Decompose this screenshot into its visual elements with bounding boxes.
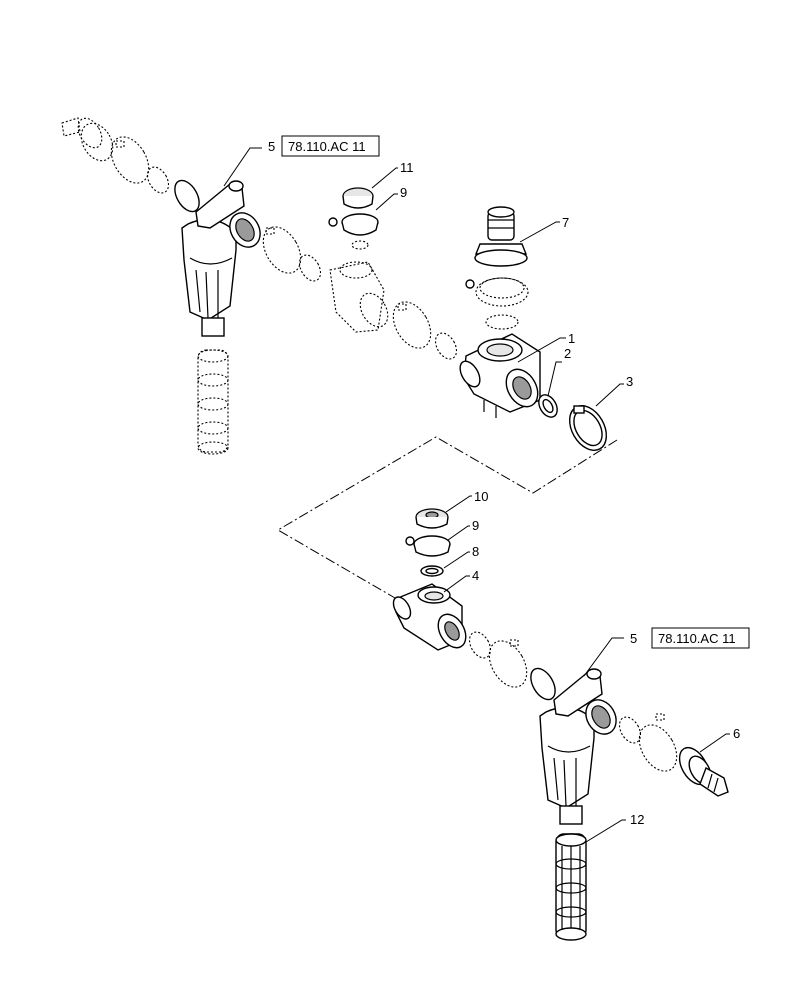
callout-label: 6	[733, 726, 740, 741]
upper-small-tee	[328, 187, 389, 333]
callout-label: 7	[562, 215, 569, 230]
callout-1: 1	[517, 331, 575, 363]
upper-mid-clamp	[262, 226, 322, 282]
callout-label: 8	[472, 544, 479, 559]
reference-label: 78.110.AC 11	[658, 631, 736, 646]
lower-strainer-screen	[555, 833, 587, 941]
callout-label: 5	[268, 139, 275, 154]
callout-label: 9	[472, 518, 479, 533]
lower-filter-housing	[530, 667, 617, 825]
callout-11: 11	[371, 160, 414, 189]
callout-12: 12	[585, 812, 644, 843]
linkage-chain-line	[277, 436, 618, 599]
callout-label: 5	[630, 631, 637, 646]
callout-10: 10	[445, 489, 488, 513]
callout-5-bottom: 5 78.110.AC 11	[583, 627, 750, 677]
callout-9-top: 9	[375, 185, 407, 211]
callout-4: 4	[443, 568, 479, 593]
lower-assembly	[392, 508, 729, 941]
upper-strainer-screen	[197, 349, 229, 455]
callout-label: 1	[568, 331, 575, 346]
lower-mid-clamp	[468, 631, 528, 688]
callout-label: 2	[564, 346, 571, 361]
reference-box	[281, 135, 380, 157]
upper-assembly	[61, 117, 608, 455]
callout-label: 4	[472, 568, 479, 583]
upper-right-clamp	[392, 301, 458, 360]
upper-seal-ring	[538, 394, 558, 418]
reference-box	[651, 627, 750, 649]
callout-label: 9	[400, 185, 407, 200]
reference-label: 78.110.AC 11	[288, 139, 366, 154]
callout-6: 6	[699, 726, 740, 753]
callout-9-bottom: 9	[447, 518, 479, 541]
callout-8: 8	[443, 544, 479, 569]
callout-3: 3	[595, 374, 633, 407]
callout-7: 7	[519, 215, 569, 243]
lower-hose-fitting	[678, 746, 729, 797]
callout-label: 10	[474, 489, 488, 504]
callout-label: 11	[400, 160, 414, 175]
upper-left-clamp	[110, 136, 170, 194]
lower-gauge-stack	[405, 508, 451, 577]
upper-tee-body	[459, 333, 541, 418]
callout-label: 3	[626, 374, 633, 389]
upper-end-clamp	[568, 405, 608, 451]
callout-label: 12	[630, 812, 644, 827]
upper-hose-barb	[465, 206, 529, 330]
callout-2: 2	[547, 346, 571, 397]
upper-hose-fitting	[61, 117, 114, 162]
upper-filter-housing	[174, 179, 261, 337]
lower-right-clamp	[618, 713, 678, 772]
lower-tee-body	[392, 583, 467, 651]
callout-5-top: 5 78.110.AC 11	[223, 135, 380, 187]
